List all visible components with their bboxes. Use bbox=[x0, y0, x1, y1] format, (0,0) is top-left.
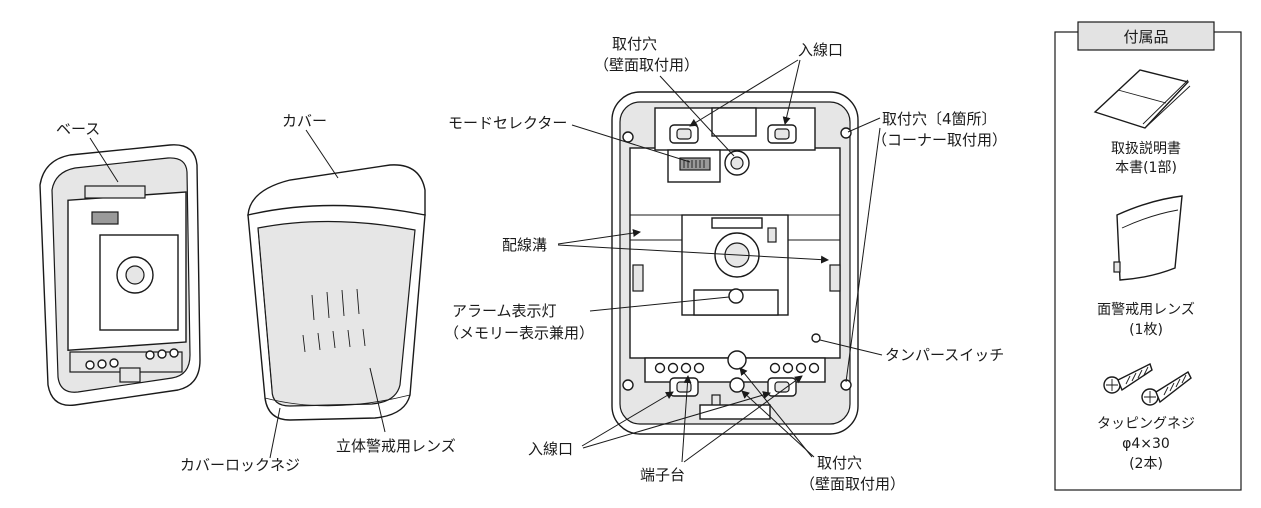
terminal-block-arrow-right bbox=[683, 375, 803, 463]
mount-hole-wall-bottom-arrow-left bbox=[739, 367, 813, 458]
surface-lens-illustration bbox=[1113, 195, 1183, 281]
mount-hole-wall-bottom-arrow-right bbox=[741, 390, 815, 458]
top-cable-entries bbox=[669, 107, 797, 144]
mount-hole-wall-bottom-label-2: （壁面取付用） bbox=[800, 475, 905, 493]
mount-hole-corner-leader-bottom bbox=[845, 127, 881, 383]
mount-hole-corner-label-1: 取付穴〔4箇所〕 bbox=[882, 110, 997, 128]
surface-lens-label-2: (1枚) bbox=[1129, 322, 1163, 338]
cover-lock-screw-label: カバーロックネジ bbox=[180, 456, 300, 474]
mount-hole-wall-top-label-1: 取付穴 bbox=[612, 35, 657, 53]
manual-label-1: 取扱説明書 bbox=[1111, 141, 1181, 157]
mode-selector-label: モードセレクター bbox=[448, 114, 567, 132]
manual-label-2: 本書(1部) bbox=[1115, 160, 1177, 176]
cable-entry-top-label: 入線口 bbox=[798, 41, 843, 59]
lens-3d-leader bbox=[369, 367, 386, 433]
cover-label: カバー bbox=[282, 112, 327, 130]
manual-illustration bbox=[1093, 69, 1191, 129]
accessories-title: 付属品 bbox=[1123, 28, 1168, 46]
accessories-panel: 付属品 取扱説明書 本書(1部) 面警戒用レンズ (1枚) タッピングネジ φ4… bbox=[1054, 21, 1242, 491]
terminal-block-label: 端子台 bbox=[640, 466, 685, 484]
cover-lens-grooves bbox=[302, 288, 366, 353]
lens-3d-label: 立体警戒用レンズ bbox=[336, 437, 456, 455]
terminal-block-arrow-left bbox=[681, 375, 692, 463]
mount-hole-wall-top-label-2: （壁面取付用） bbox=[594, 56, 699, 74]
tapping-screw-label-2: φ4×30 bbox=[1122, 436, 1170, 452]
front-view-illustration bbox=[611, 91, 859, 435]
mount-hole-wall-top-leader bbox=[659, 75, 735, 157]
cable-entry-top-arrow-left bbox=[689, 59, 799, 127]
mount-hole-corner-label-2: （コーナー取付用） bbox=[872, 131, 1007, 149]
bottom-cable-entries bbox=[669, 377, 797, 397]
wiring-groove-arrow-left bbox=[557, 229, 641, 245]
mode-selector-switch bbox=[667, 149, 721, 183]
alarm-lamp-label-1: アラーム表示灯 bbox=[452, 302, 557, 320]
cover-lock-screw-leader bbox=[269, 407, 281, 459]
tapping-screw-label-3: (2本) bbox=[1129, 456, 1163, 472]
corner-mount-holes bbox=[622, 127, 852, 391]
cover-leader bbox=[305, 129, 339, 179]
cable-entry-bottom-label: 入線口 bbox=[528, 440, 573, 458]
cable-entry-top-arrow-right bbox=[782, 59, 801, 125]
base-leader bbox=[89, 137, 119, 183]
mode-selector-leader bbox=[571, 124, 691, 163]
mount-hole-corner-leader-top bbox=[847, 117, 881, 133]
tapping-screw-label-1: タッピングネジ bbox=[1097, 416, 1195, 432]
accessories-title-box bbox=[1077, 21, 1215, 51]
cover-illustration bbox=[247, 164, 426, 421]
cable-entry-bottom-arrow-left bbox=[581, 391, 674, 447]
alarm-lamp bbox=[728, 288, 744, 304]
wiring-groove-label: 配線溝 bbox=[502, 236, 547, 254]
terminal-block-screws bbox=[654, 362, 820, 374]
tamper-switch-label: タンパースイッチ bbox=[885, 346, 1004, 364]
tamper-switch-leader bbox=[819, 339, 883, 356]
tapping-screws-illustration bbox=[1103, 363, 1192, 406]
tamper-switch bbox=[811, 333, 821, 343]
base-label: ベース bbox=[56, 120, 100, 138]
alarm-lamp-leader bbox=[589, 296, 730, 312]
surface-lens-label-1: 面警戒用レンズ bbox=[1097, 302, 1195, 318]
wiring-groove-arrow-right bbox=[557, 244, 829, 264]
base-illustration bbox=[39, 144, 201, 407]
alarm-lamp-label-2: （メモリー表示兼用） bbox=[444, 324, 594, 342]
cable-entry-bottom-arrow-right bbox=[582, 391, 771, 449]
base-terminal-screws bbox=[85, 348, 179, 370]
mount-hole-wall-bottom-label-1: 取付穴 bbox=[817, 454, 862, 472]
